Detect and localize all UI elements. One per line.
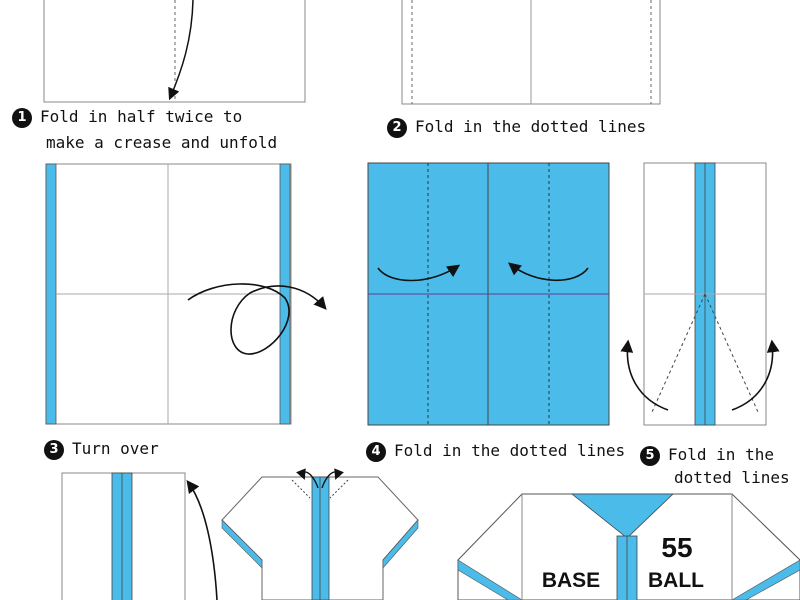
step5-paper xyxy=(620,162,780,426)
step5-caption: 5 Fold in the xyxy=(640,442,774,468)
step5-caption-line2: dotted lines xyxy=(674,465,790,491)
fold-arrow xyxy=(186,479,218,600)
step4-text: Fold in the dotted lines xyxy=(394,441,626,460)
step3-text: Turn over xyxy=(72,439,159,458)
step2-text: Fold in the dotted lines xyxy=(415,117,647,136)
step5-number: 5 xyxy=(640,446,660,466)
step2-paper xyxy=(401,0,661,105)
fold-arrow xyxy=(168,0,194,101)
fold-arrow xyxy=(296,468,319,489)
step3-number: 3 xyxy=(44,440,64,460)
step4-number: 4 xyxy=(366,442,386,462)
fold-arrow xyxy=(508,262,589,282)
step3-paper xyxy=(45,163,327,425)
fold-arrow xyxy=(321,468,344,489)
jersey-right-text: BALL xyxy=(648,569,704,592)
step2-caption: 2 Fold in the dotted lines xyxy=(387,114,646,140)
step4-paper xyxy=(367,162,610,426)
fold-arrow xyxy=(620,339,669,411)
turn-over-arrow xyxy=(187,283,327,355)
step1-text-line2: make a crease and unfold xyxy=(46,133,278,152)
step1-number: 1 xyxy=(12,108,32,128)
step3-caption: 3 Turn over xyxy=(44,436,159,462)
step5-text-line2: dotted lines xyxy=(674,468,790,487)
jersey-number: 55 xyxy=(661,532,692,563)
step7-shirt xyxy=(221,468,419,600)
fold-arrow xyxy=(731,339,780,411)
step1-caption-line2: make a crease and unfold xyxy=(46,130,277,156)
fold-arrow xyxy=(377,264,461,282)
step6-paper xyxy=(61,472,218,600)
jersey-left-text: BASE xyxy=(542,569,600,592)
step1-text-line1: Fold in half twice to xyxy=(40,107,243,126)
step1-caption: 1 Fold in half twice to xyxy=(12,104,242,130)
step1-paper xyxy=(43,0,306,103)
step5-text-line1: Fold in the xyxy=(668,445,774,464)
finished-jersey: 55 BASE BALL xyxy=(457,493,800,600)
step2-number: 2 xyxy=(387,118,407,138)
step4-caption: 4 Fold in the dotted lines xyxy=(366,438,625,464)
